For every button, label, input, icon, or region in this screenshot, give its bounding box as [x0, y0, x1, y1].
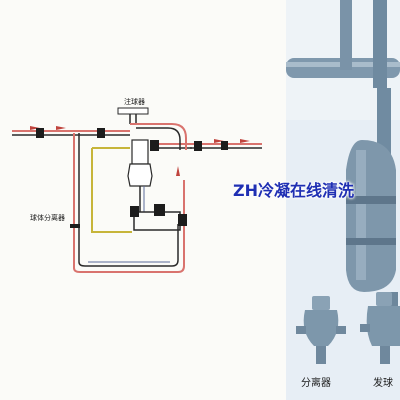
separator-neck — [131, 139, 149, 165]
flow-arrow-2 — [56, 126, 66, 130]
valve-4 — [194, 141, 202, 151]
flow-schematic — [12, 107, 262, 273]
valve-3 — [150, 140, 159, 151]
headline-title: ZH冷凝在线清洗 — [233, 181, 354, 200]
separator-unit-stem — [316, 346, 326, 364]
bypass-yellow — [91, 148, 132, 233]
photo-vessel-flange-2 — [346, 238, 396, 245]
injector-cap — [117, 107, 149, 115]
photo-launcher-unit — [360, 292, 400, 364]
launcher-unit-stem — [380, 346, 390, 364]
flow-arrows — [30, 126, 250, 176]
flow-arrow-4 — [240, 139, 250, 143]
launcher-unit-top — [376, 292, 392, 306]
photo-pipe-vertical-2 — [373, 0, 387, 88]
caption-launcher: 发球 — [373, 378, 393, 389]
valve-1 — [36, 128, 44, 138]
valve-2 — [97, 128, 105, 138]
photo-vessel — [346, 140, 396, 292]
injector-black-loop — [136, 127, 181, 150]
photo-pipe-vertical-1 — [340, 0, 352, 70]
valve-7 — [154, 204, 165, 216]
left-loop — [73, 133, 185, 273]
valve-8 — [178, 214, 187, 226]
photo-vessel-highlight — [356, 150, 366, 280]
equipment-photo — [286, 0, 400, 400]
caption-separator: 分离器 — [301, 378, 331, 389]
valves — [36, 128, 228, 228]
separator-unit-body — [303, 310, 339, 346]
separator-vessel — [127, 139, 181, 231]
injector-label: 注球器 — [124, 98, 145, 106]
launcher-unit-body — [366, 306, 400, 346]
separator-unit-top — [312, 296, 330, 310]
separator-unit-inlet — [296, 326, 306, 334]
launcher-unit-inlet — [360, 324, 370, 332]
separator-unit-outlet — [336, 326, 346, 334]
valve-9 — [70, 224, 80, 228]
valve-6 — [130, 206, 139, 217]
loop-black-bottom — [78, 224, 179, 267]
ball-injector — [117, 107, 187, 150]
flow-arrow-1 — [30, 126, 40, 130]
photo-vessel-flange — [346, 196, 396, 204]
flow-arrow-up — [176, 166, 180, 176]
valve-5 — [221, 141, 228, 150]
loop-red-bottom — [73, 180, 185, 273]
separator-body — [127, 163, 153, 187]
photo-separator-unit — [296, 296, 346, 364]
flow-arrow-3 — [214, 139, 224, 143]
injector-red-loop — [130, 123, 187, 150]
separator-label: 球体分离器 — [30, 214, 65, 222]
